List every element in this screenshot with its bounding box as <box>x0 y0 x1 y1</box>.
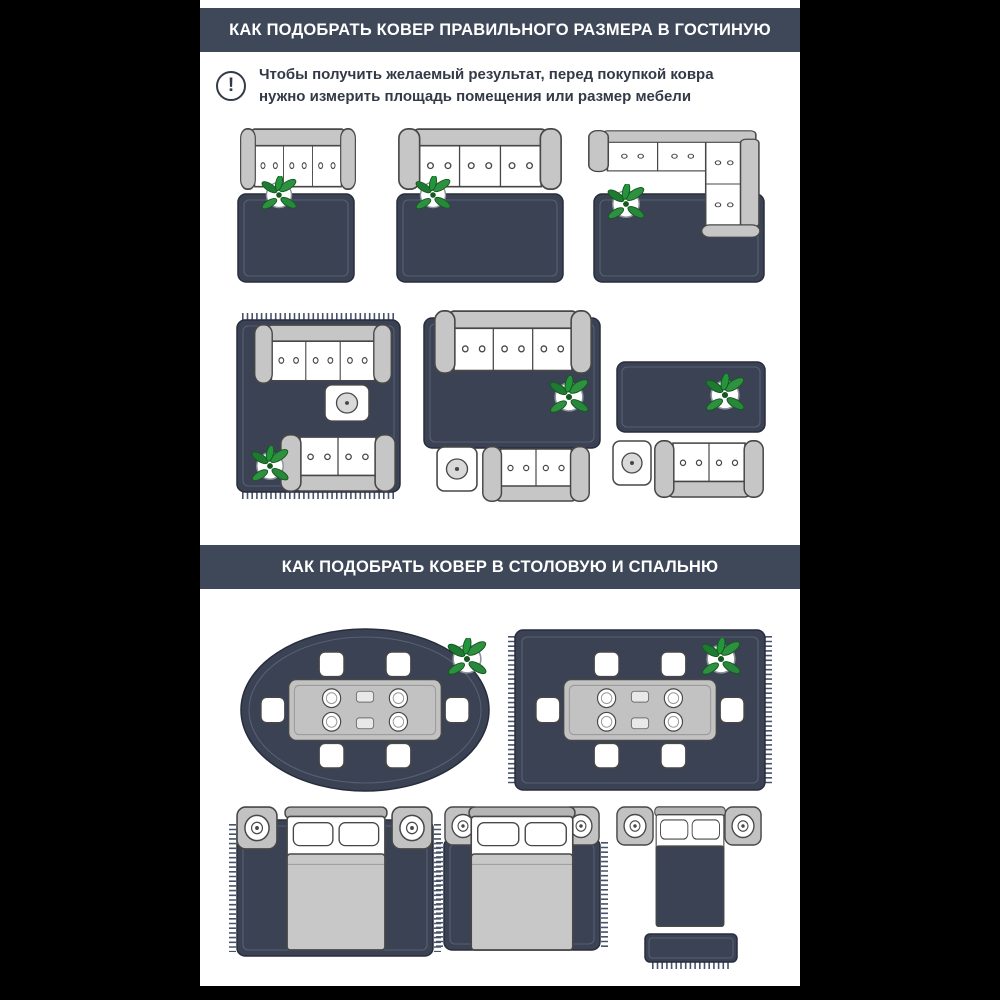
section-title-living: КАК ПОДОБРАТЬ КОВЕР ПРАВИЛЬНОГО РАЗМЕРА … <box>200 8 800 52</box>
section-title-dining: КАК ПОДОБРАТЬ КОВЕР В СТОЛОВУЮ И СПАЛЬНЮ <box>200 545 800 589</box>
nightstand-icon <box>236 806 278 850</box>
side-table-icon <box>436 446 478 492</box>
diagram-livingroom-rug-3-corner-sofa <box>588 130 765 283</box>
sofa-icon <box>398 128 562 190</box>
note-text: Чтобы получить желаемый результат, перед… <box>259 64 714 107</box>
note-line-1: Чтобы получить желаемый результат, перед… <box>259 66 714 83</box>
bed-icon <box>468 806 576 951</box>
dining-room-diagrams <box>240 628 772 792</box>
diagram-bedroom-partial-rug <box>436 806 608 951</box>
diagram-bedroom-foot-rug <box>616 806 762 969</box>
bed-icon <box>284 806 388 951</box>
nightstand-icon <box>616 806 654 846</box>
sofa-icon <box>240 128 356 190</box>
diagram-livingroom-rug-5 <box>423 310 601 502</box>
nightstand-icon <box>391 806 433 850</box>
nightstand-icon <box>724 806 762 846</box>
sofa-icon <box>254 324 392 384</box>
infographic-page: КАК ПОДОБРАТЬ КОВЕР ПРАВИЛЬНОГО РАЗМЕРА … <box>200 0 800 986</box>
bed-icon <box>654 806 726 927</box>
diagram-livingroom-rug-2 <box>396 128 564 283</box>
sofa-icon <box>434 310 592 374</box>
rug <box>644 933 738 963</box>
diagram-livingroom-rug-6-small <box>612 361 766 498</box>
exclamation-icon: ! <box>216 70 246 101</box>
diagram-livingroom-rug-4-full <box>236 313 401 499</box>
diagram-dining-rect-rug <box>508 629 772 791</box>
coffee-table-icon <box>324 384 370 422</box>
rug <box>237 193 355 283</box>
bedroom-diagrams <box>229 806 762 969</box>
rug <box>616 361 766 433</box>
side-table-icon <box>612 440 652 486</box>
sofa-icon <box>654 440 764 498</box>
diagram-livingroom-rug-1 <box>237 128 356 283</box>
note-line-2: нужно измерить площадь помещения или раз… <box>259 87 692 105</box>
measurement-note: ! Чтобы получить желаемый результат, пер… <box>216 64 786 107</box>
diagram-bedroom-full-rug <box>229 806 441 957</box>
diagram-dining-oval-rug <box>240 628 490 792</box>
living-room-diagrams <box>236 128 766 502</box>
sofa-icon <box>280 434 396 492</box>
rug <box>396 193 564 283</box>
sofa-icon <box>482 446 590 502</box>
